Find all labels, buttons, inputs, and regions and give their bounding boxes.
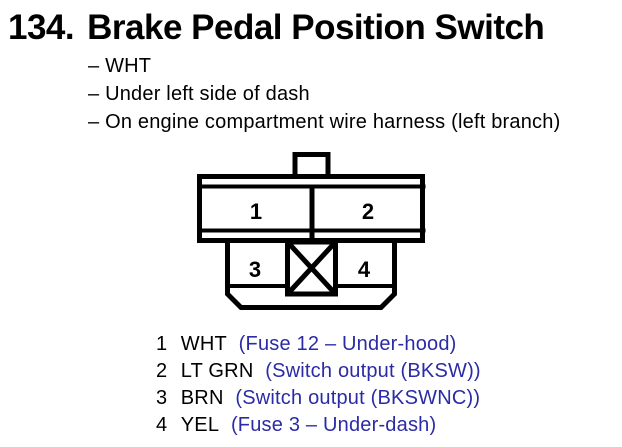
item-number: 134. — [8, 8, 75, 47]
pin-note: (Switch output (BKSWNC)) — [235, 387, 481, 409]
note-line: – Under left side of dash — [88, 83, 310, 105]
cavity-label-3: 3 — [249, 257, 261, 282]
pin-row: 2 LT GRN (Switch output (BKSW)) — [156, 358, 481, 385]
pin-wire-color: YEL — [180, 414, 220, 436]
note-line: – WHT — [88, 55, 152, 77]
pin-number: 3 — [156, 387, 168, 409]
notes-list: – WHT – Under left side of dash – On eng… — [88, 52, 560, 136]
page-title: 134. Brake Pedal Position Switch — [8, 8, 545, 48]
pin-note: (Switch output (BKSW)) — [265, 360, 481, 382]
pin-wire-color: BRN — [180, 387, 224, 409]
pin-row: 4 YEL (Fuse 3 – Under-dash) — [156, 412, 481, 439]
pin-number: 1 — [156, 333, 168, 355]
cavity-label-2: 2 — [362, 199, 374, 224]
pin-wire-color: WHT — [180, 333, 227, 355]
pin-row: 1 WHT (Fuse 12 – Under-hood) — [156, 331, 481, 358]
pin-list: 1 WHT (Fuse 12 – Under-hood) 2 LT GRN (S… — [156, 331, 481, 439]
pin-number: 2 — [156, 360, 168, 382]
pin-wire-color: LT GRN — [180, 360, 254, 382]
cavity-label-4: 4 — [358, 257, 371, 282]
x-cross-icon — [285, 240, 338, 296]
note-line: – On engine compartment wire harness (le… — [88, 111, 561, 133]
cavity-label-1: 1 — [250, 199, 262, 224]
pin-note: (Fuse 12 – Under-hood) — [238, 333, 457, 355]
item-title: Brake Pedal Position Switch — [87, 8, 545, 47]
pin-number: 4 — [156, 414, 168, 436]
pin-note: (Fuse 3 – Under-dash) — [230, 414, 437, 436]
pin-row: 3 BRN (Switch output (BKSWNC)) — [156, 385, 481, 412]
